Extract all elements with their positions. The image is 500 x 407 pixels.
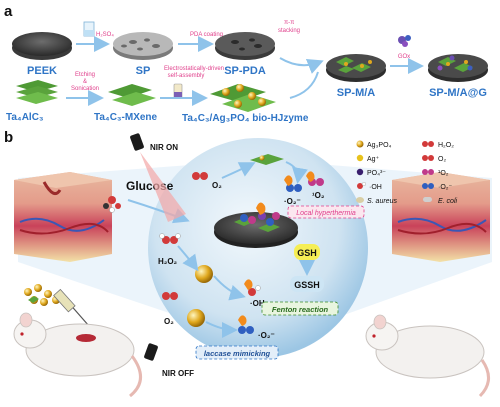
legend-ag3po4: Ag₃PO₄ [367,142,392,149]
sp-pda-label: SP-PDA [224,65,266,77]
hyperthermia-box [287,205,365,219]
sp-disc [113,32,173,60]
arrow-glucose-in [127,199,190,224]
oh-label: ·OH [250,299,265,308]
ag3po4-particle-mid [195,265,213,283]
h2o2-label: H₂O₂ [158,257,178,266]
laccase-label: laccase mimicking [204,349,271,358]
electro-label-1: Electrostatically-driven [164,66,224,72]
acid-beaker-icon [83,21,95,37]
mxene-label: Ta₄C₃-MXene [94,112,158,123]
sp-ma-disc [326,54,386,82]
mxene-sheets [108,84,156,106]
gsh-badge [294,244,320,260]
panel-b-label: b [4,129,13,146]
etching-label-1: Etching [75,72,95,78]
hjzyme-sheet-top [250,154,284,165]
sp-ma-label: SP-M/A [337,87,376,99]
peek-disc [12,32,72,60]
pda-coating-label: PDA coating [190,32,223,38]
legend-s-aureus: S. aureus [367,198,397,205]
arrow-h2o2-to-ag [177,245,199,272]
legend-h2o2-icon [422,141,434,147]
pi-stacking-label-2: stacking [278,28,300,34]
superoxide-label-top: ·O₂⁻ [284,197,301,206]
etching-label-3: Sonication [71,86,99,92]
fenton-label: Fenton reaction [272,305,329,314]
o2-molecule-top [192,172,208,180]
vial-icon [173,83,183,99]
fenton-box [261,301,339,316]
etching-label-2: & [83,79,87,85]
legend-s-aureus-icon [356,197,364,203]
hjzyme-label: Ta₄C₃/Ag₃PO₄ bio-HJzyme [182,113,309,124]
peek-label: PEEK [27,65,57,77]
h2so4-label: H₂SO₄ [96,32,114,38]
sp-mag-disc [428,54,488,82]
arrow-stacking [279,57,324,74]
gssh-badge [290,276,324,292]
gssh-label: GSSH [294,280,320,290]
nir-on-label: NIR ON [150,143,178,152]
arrow-ag-to-superoxide [205,321,238,338]
arrow-hjzyme-up [289,71,319,99]
legend-superoxide-icon [422,183,434,189]
legend-e-coli-icon [423,197,432,202]
sp-pda-disc [215,32,275,60]
legend-ag3po4-icon [356,140,364,148]
legend-ag-ion: Ag⁺ [367,156,380,163]
healed-skin-tissue [392,172,490,262]
ros-cluster-top [284,171,324,192]
laccase-box [195,345,279,360]
superoxide-molecule-bottom [238,315,254,334]
nir-off-label: NIR OFF [162,369,194,378]
arrow-ag-to-oh [213,275,246,301]
singlet-o2-label: ¹O₂ [312,191,325,200]
legend-oh: ·OH [369,184,382,191]
legend-oh-icon [357,181,367,189]
nir-on-lamp-icon [130,133,186,222]
arrow-sheet-to-ros [285,161,308,184]
gsh-label: GSH [297,248,317,258]
h2o2-molecule [159,233,181,244]
legend-o2-icon [422,155,434,161]
nir-off-lamp-icon [144,343,158,361]
gox-icon [398,35,411,47]
healed-mouse-illustration [365,314,490,398]
legend-superoxide: ·O₂⁻ [438,184,452,191]
gox-label: GOx [398,54,410,60]
panel-a-label: a [4,3,13,20]
ag3po4-particle-bottom [187,309,205,327]
superoxide-label-bottom: ·O₂⁻ [258,331,275,340]
implant-disc-center [214,202,298,248]
legend-ag-ion-icon [356,154,364,162]
oh-radical-molecule [244,279,261,296]
legend-h2o2: H₂O₂ [438,142,454,149]
electro-label-2: self-assembly [168,73,205,79]
o2-bottom-label: O₂ [164,317,174,326]
wounded-mouse-illustration [13,312,142,398]
ta4alc3-stack [16,80,58,104]
legend-po4-icon [356,168,364,176]
legend-o2: O₂ [438,156,446,163]
ta4alc3-label: Ta₄AlC₃ [6,112,44,123]
sp-label: SP [136,65,151,77]
glucose-molecule-icon [103,196,121,213]
o2-top-label: O₂ [212,181,222,190]
wounded-skin-tissue [14,172,112,262]
legend-singlet-o2: ¹O₂ [438,170,449,177]
legend-e-coli: E. coli [438,198,458,205]
legend-po4: PO₄³⁻ [367,170,386,177]
hyperthermia-label: Local hyperthermia [296,210,356,217]
sp-mag-label: SP-M/A@G [429,87,487,99]
legend: Ag₃PO₄ H₂O₂ Ag⁺ O₂ PO₄³⁻ ¹O₂ ·OH ·O₂⁻ S.… [356,140,458,205]
hjzyme-sheets [210,84,276,112]
pi-stacking-label-1: π-π [284,20,294,26]
o2-molecule-bottom [162,292,178,300]
arrow-o2-to-sheet [221,162,256,179]
legend-singlet-o2-icon [422,169,434,175]
